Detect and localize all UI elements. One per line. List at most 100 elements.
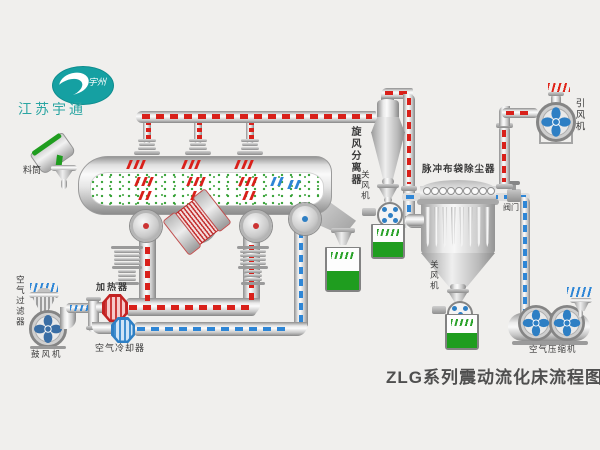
- feed-material: [31, 132, 63, 157]
- hot-air-ticks: [242, 191, 255, 200]
- induced-fan-label: 引风机: [573, 98, 585, 133]
- cyclone-rotary-valve-label: 关风机: [360, 170, 371, 202]
- pulse-valves: [423, 187, 495, 195]
- blower-base: [30, 346, 66, 349]
- vibration-spring: [236, 246, 270, 285]
- collector-fill: [327, 270, 359, 290]
- fan-exhaust-stub: [551, 94, 561, 106]
- rotary-valve-actuator: [362, 208, 376, 216]
- discharge-rim: [331, 228, 355, 233]
- port-dot: [143, 223, 149, 229]
- filter-neck: [450, 284, 466, 290]
- discharge-funnel: [334, 232, 352, 245]
- cyclone-top-cylinder: [377, 100, 399, 122]
- cooler-fins: [113, 319, 133, 341]
- filter-bags: [424, 207, 492, 247]
- feed-funnel-rim: [51, 165, 77, 171]
- compressor-label: 空气压缩机: [529, 344, 577, 354]
- nozzle-flange: [237, 151, 263, 155]
- bag-filter-label: 脉冲布袋除尘器: [422, 164, 496, 175]
- flow-pulse-air-left: [407, 193, 411, 217]
- valve-body: [507, 189, 521, 202]
- collector-hatch: [377, 229, 399, 236]
- cyclone-hopper-rim: [377, 184, 399, 188]
- heater-stub: [96, 302, 106, 313]
- filter-top-dome: [420, 180, 496, 190]
- nozzle-bellows: [189, 139, 207, 150]
- flow-cold-riser: [299, 231, 303, 325]
- compressor-intake-stem: [578, 310, 583, 317]
- air-cooler: [111, 317, 135, 343]
- pipe-to-cooler: [92, 322, 114, 334]
- pipe-cold-elbow: [286, 322, 307, 336]
- nozzle-flange: [185, 151, 211, 155]
- hot-air-ticks: [134, 177, 154, 186]
- air-cooler-label: 空气冷却器: [95, 343, 146, 353]
- air-filter-cap: [37, 288, 51, 293]
- heater-fins: [104, 296, 126, 320]
- air-filter-label: 空气过滤器: [15, 275, 26, 328]
- cold-air-ticks: [270, 177, 283, 186]
- air-filter-rim: [29, 292, 59, 298]
- flow-to-fan: [506, 111, 534, 115]
- heater-label: 加热器: [96, 282, 130, 292]
- valve-handle: [508, 181, 520, 185]
- company-name: 江苏宇通: [18, 101, 86, 117]
- flow-cyclone-out: [385, 91, 409, 95]
- collector-fill: [447, 332, 477, 348]
- filter-rotary-valve-label: 关风机: [429, 260, 440, 292]
- dryer-inlet-port: [240, 210, 272, 242]
- filter-product-collector: [445, 314, 479, 350]
- fan-bracket: [539, 128, 573, 144]
- heater: [102, 294, 128, 322]
- collector-hatch: [331, 252, 355, 259]
- hot-air-ticks: [126, 160, 146, 169]
- cyclone-hopper-stub: [384, 197, 392, 203]
- flow-exhaust-manifold: [142, 114, 372, 119]
- pipe-tee: [88, 298, 99, 332]
- compressor-fan-icon: [549, 305, 585, 341]
- compressor-base: [512, 341, 588, 345]
- flow-exhaust: [248, 121, 254, 142]
- filter-hopper-rim: [447, 289, 469, 293]
- flow-filter-inlet: [407, 98, 411, 184]
- flow-cold-main: [137, 327, 287, 331]
- hot-air-ticks: [138, 191, 151, 200]
- flow-blower-out: [70, 305, 88, 311]
- filter-body: [421, 204, 495, 254]
- dryer-cold-port: [289, 203, 321, 235]
- hot-air-ticks: [181, 160, 201, 169]
- induced-draft-fan-icon: [536, 102, 576, 142]
- rotary-valve-actuator: [432, 306, 446, 314]
- port-dot: [253, 223, 259, 229]
- flow-compressed-air: [523, 201, 527, 311]
- compressor-intake-funnel: [574, 302, 589, 311]
- diagram-title: ZLG系列震动流化床流程图: [386, 368, 600, 387]
- cyclone-product-collector: [371, 224, 405, 259]
- flow-exhaust: [196, 121, 202, 142]
- nozzle-flange: [134, 151, 160, 155]
- port-dot: [302, 216, 308, 222]
- cyclone-neck: [382, 178, 394, 185]
- logo-mark-text: 宇州: [87, 77, 106, 87]
- cyclone-label: 旋风分离器: [349, 126, 360, 186]
- feed-funnel: [55, 170, 73, 180]
- filter-inlet-stub: [406, 214, 424, 226]
- hot-air-ticks: [234, 160, 254, 169]
- hot-air-ticks: [186, 177, 206, 186]
- compressor-intake-arrows: [567, 287, 593, 297]
- compressor-fan-icon: [518, 305, 554, 341]
- flow-hot-riser-1: [145, 235, 150, 301]
- valve-label: 阀门: [503, 203, 519, 212]
- pipe-flange: [86, 297, 101, 301]
- pipe-flange: [548, 92, 564, 96]
- cyclone-cone: [371, 132, 405, 180]
- flow-exhaust: [145, 121, 151, 142]
- cyclone-hopper: [379, 188, 397, 198]
- feed-hopper-label: 料筒: [23, 165, 42, 175]
- feed-funnel-stem: [61, 179, 67, 189]
- flow-hot-main: [129, 305, 253, 310]
- blower-fan-icon: [29, 310, 67, 348]
- company-logo-icon: 宇州: [52, 66, 114, 105]
